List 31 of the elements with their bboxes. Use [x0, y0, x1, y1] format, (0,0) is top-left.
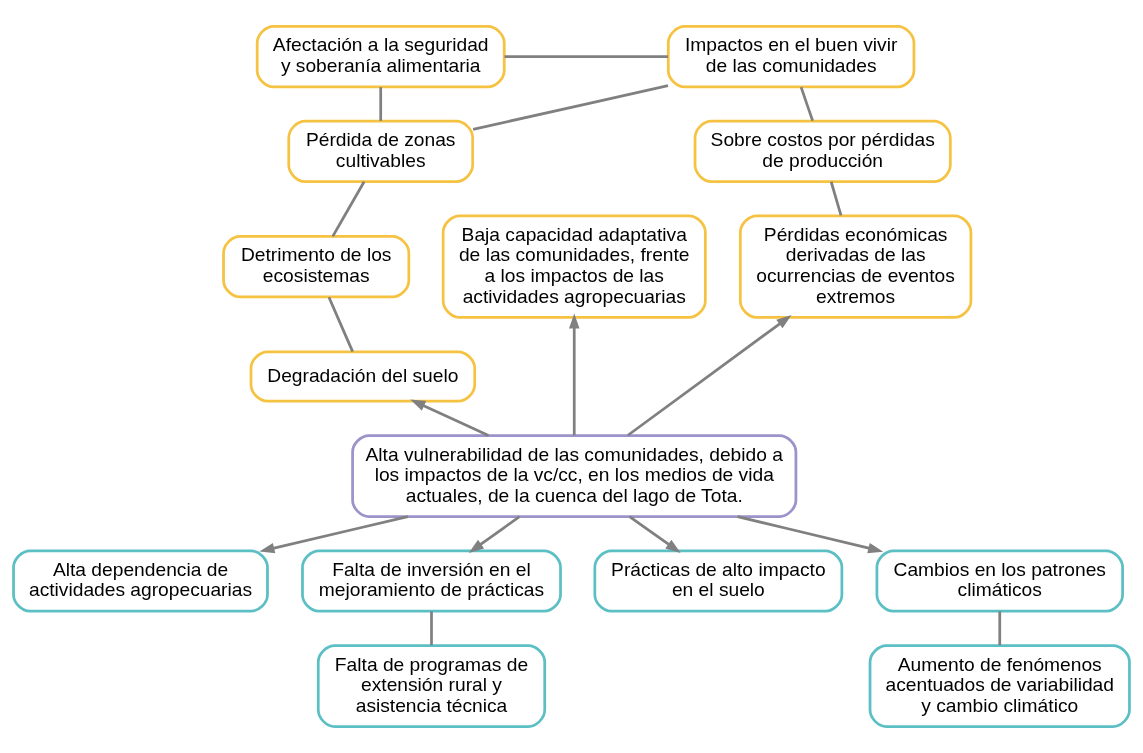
arrow: [737, 515, 884, 554]
node-box: Cambios en los patrones climáticos: [875, 549, 1124, 613]
node-box: Baja capacidad adaptativa de las comunidades, frente a los impactos de las actividades agropecuarias: [441, 214, 707, 319]
connector: [829, 181, 843, 216]
node-box: Falta de programas de extensión rural y asistencia técnica: [316, 644, 547, 728]
connector: [472, 84, 669, 131]
node-box: Aumento de fenómenos acentuados de variabilidad y cambio climático: [868, 644, 1131, 728]
arrow: [468, 515, 521, 553]
connector: [998, 611, 1002, 646]
arrow: [259, 515, 409, 554]
node-box: Detrimento de los ecosistemas: [222, 235, 411, 299]
node-box: Pérdida de zonas cultivables: [287, 119, 475, 183]
arrow: [568, 313, 580, 436]
node-box: Prácticas de alto impacto en el suelo: [593, 549, 844, 613]
node-box: Falta de inversión en el mejoramiento de prácticas: [301, 549, 562, 613]
connector: [379, 87, 383, 121]
arrow: [627, 315, 792, 437]
connector: [331, 181, 366, 238]
connector: [504, 55, 668, 59]
connector: [799, 86, 814, 122]
node-box: Alta dependencia de actividades agropecuarias: [12, 549, 269, 613]
connector: [327, 296, 354, 353]
arrow: [628, 515, 681, 553]
connector: [430, 611, 433, 646]
node-box: Pérdidas económicas derivadas de las ocurrencias de eventos extremos: [738, 214, 973, 319]
node-box: Degradación del suelo: [249, 350, 477, 403]
node-box: Alta vulnerabilidad de las comunidades, debido a los impactos de la vc/cc, en los medios de vida actuales, de la cuenca del lago de Tota.: [351, 434, 798, 518]
node-box: Sobre costos por pérdidas de producción: [693, 119, 952, 183]
arrow: [410, 399, 490, 437]
node-box: Impactos en el buen vivir de las comunidades: [666, 25, 916, 89]
node-box: Afectación a la seguridad y soberanía alimentaria: [255, 25, 506, 89]
